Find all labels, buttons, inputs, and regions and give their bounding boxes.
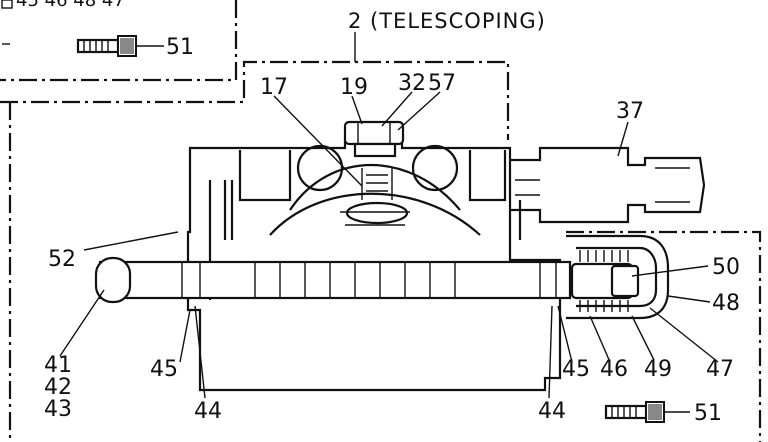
spool-shaft bbox=[94, 256, 572, 304]
label-41: 41 bbox=[44, 353, 72, 378]
label-47: 47 bbox=[706, 357, 734, 382]
label-19: 19 bbox=[340, 75, 368, 100]
label-49: 49 bbox=[644, 357, 672, 382]
label-43: 43 bbox=[44, 397, 72, 422]
label-44-right: 44 bbox=[538, 399, 566, 424]
label-51-top: 51 bbox=[166, 35, 194, 60]
label-51-bottom: 51 bbox=[694, 401, 722, 426]
top-plug bbox=[343, 120, 405, 158]
diagram-title: 2 (TELESCOPING) bbox=[348, 9, 546, 33]
leader-lines bbox=[59, 91, 719, 399]
label-37: 37 bbox=[616, 99, 644, 124]
label-57: 57 bbox=[428, 71, 456, 96]
label-17: 17 bbox=[260, 75, 288, 100]
label-50: 50 bbox=[712, 255, 740, 280]
label-44-left: 44 bbox=[194, 399, 222, 424]
spring-cap bbox=[566, 234, 670, 320]
label-45-left: 45 bbox=[150, 357, 178, 382]
main-frame bbox=[0, 60, 762, 442]
screw-51-bottom-icon bbox=[604, 401, 690, 423]
screw-51-top-icon bbox=[76, 35, 164, 57]
label-48: 48 bbox=[712, 291, 740, 316]
label-32: 32 bbox=[398, 71, 426, 96]
inset-top-text: 45 46 48 47 bbox=[16, 0, 125, 11]
label-45-right: 45 bbox=[562, 357, 590, 382]
label-52: 52 bbox=[48, 247, 76, 272]
right-fitting bbox=[510, 146, 706, 224]
label-46: 46 bbox=[600, 357, 628, 382]
label-42: 42 bbox=[44, 375, 72, 400]
inset-frame: 45 46 48 47 bbox=[0, 0, 238, 82]
